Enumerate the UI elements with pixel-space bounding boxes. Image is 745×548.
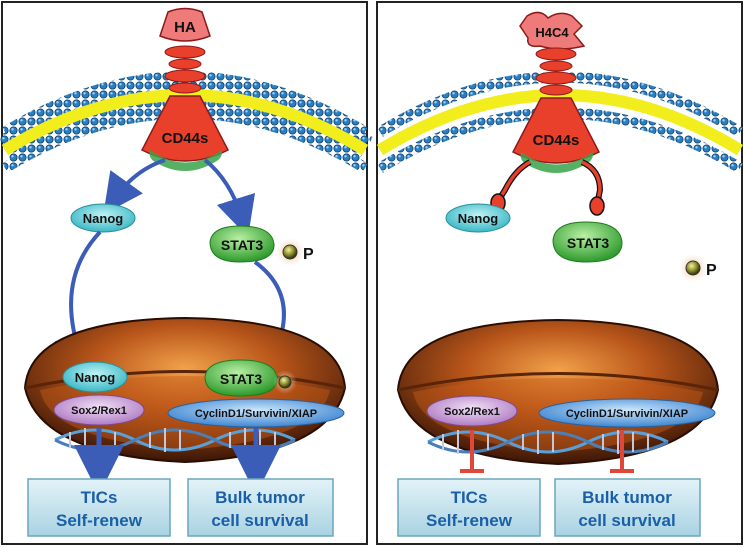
left-cyto-stat3-label: STAT3 [221, 237, 263, 253]
left-arrow-to-nanog [103, 158, 166, 215]
right-cyto-nanog [445, 203, 511, 233]
right-h4c4-ligand [519, 11, 586, 50]
right-bulk-line1: Bulk tumor [582, 488, 672, 507]
right-inhibit-tics [460, 430, 484, 473]
left-cyto-nanog-label: Nanog [83, 211, 124, 226]
right-cd44s-tail-right-tip [589, 196, 605, 216]
right-h4c4-label: H4C4 [535, 25, 569, 40]
right-cd44s-tail-left-inner [498, 160, 531, 199]
right-phospho-ball [685, 260, 701, 276]
left-arrow-to-stat3 [203, 158, 256, 238]
right-cd44s-receptor [511, 47, 601, 173]
left-cyto-nanog [70, 203, 136, 233]
left-phospho-ball [282, 244, 298, 260]
right-nucleus [396, 318, 720, 466]
right-cyto-stat3 [552, 221, 623, 263]
right-sox2-rex1-label: Sox2/Rex1 [444, 406, 500, 418]
left-nucleus [23, 316, 347, 464]
left-cd44s-receptor [140, 45, 230, 171]
left-tics-line2: Self-renew [56, 511, 143, 530]
right-tics-box [397, 478, 541, 537]
left-panel: HA CD44s Nanog STAT3 P [0, 7, 373, 537]
right-cyto-stat3-label: STAT3 [567, 235, 609, 251]
right-cyclin-label: CyclinD1/Survivin/XIAP [566, 408, 688, 420]
left-cyclin-label: CyclinD1/Survivin/XIAP [195, 408, 317, 420]
right-cd44s-label: CD44s [533, 132, 580, 149]
left-nuc-nanog-label: Nanog [75, 370, 116, 385]
right-cyclin [538, 398, 716, 428]
left-nuc-stat3-label: STAT3 [220, 371, 262, 387]
left-tics-line1: TICs [81, 488, 118, 507]
right-panel: H4C4 CD44s Nanog STAT3 P [376, 11, 744, 537]
left-ha-label: HA [174, 19, 196, 36]
right-bulk-box [554, 478, 701, 537]
right-cyto-nanog-label: Nanog [458, 211, 499, 226]
right-tics-line2: Self-renew [426, 511, 513, 530]
left-bulk-line2: cell survival [211, 511, 308, 530]
right-cd44s-tail-right-inner [581, 160, 602, 201]
left-nuc-nanog [62, 361, 128, 393]
right-dna-helix [427, 430, 669, 454]
right-bulk-line2: cell survival [578, 511, 675, 530]
left-ha-ligand [159, 7, 211, 42]
left-bulk-line1: Bulk tumor [215, 488, 305, 507]
left-sox2-rex1 [53, 394, 145, 426]
right-phospho-label: P [706, 262, 717, 279]
left-nuc-phospho-ball [278, 375, 292, 389]
left-cell-membrane [0, 80, 373, 163]
left-sox2-rex1-label: Sox2/Rex1 [71, 405, 127, 417]
right-inhibit-bulk [610, 430, 634, 473]
left-cyclin [167, 398, 345, 428]
left-cyto-stat3 [209, 225, 275, 263]
left-bulk-box [187, 478, 334, 537]
right-sox2-rex1 [426, 395, 518, 427]
left-tics-box [27, 478, 171, 537]
right-tics-line1: TICs [451, 488, 488, 507]
left-cd44s-label: CD44s [162, 130, 209, 147]
left-phospho-label: P [303, 246, 314, 263]
